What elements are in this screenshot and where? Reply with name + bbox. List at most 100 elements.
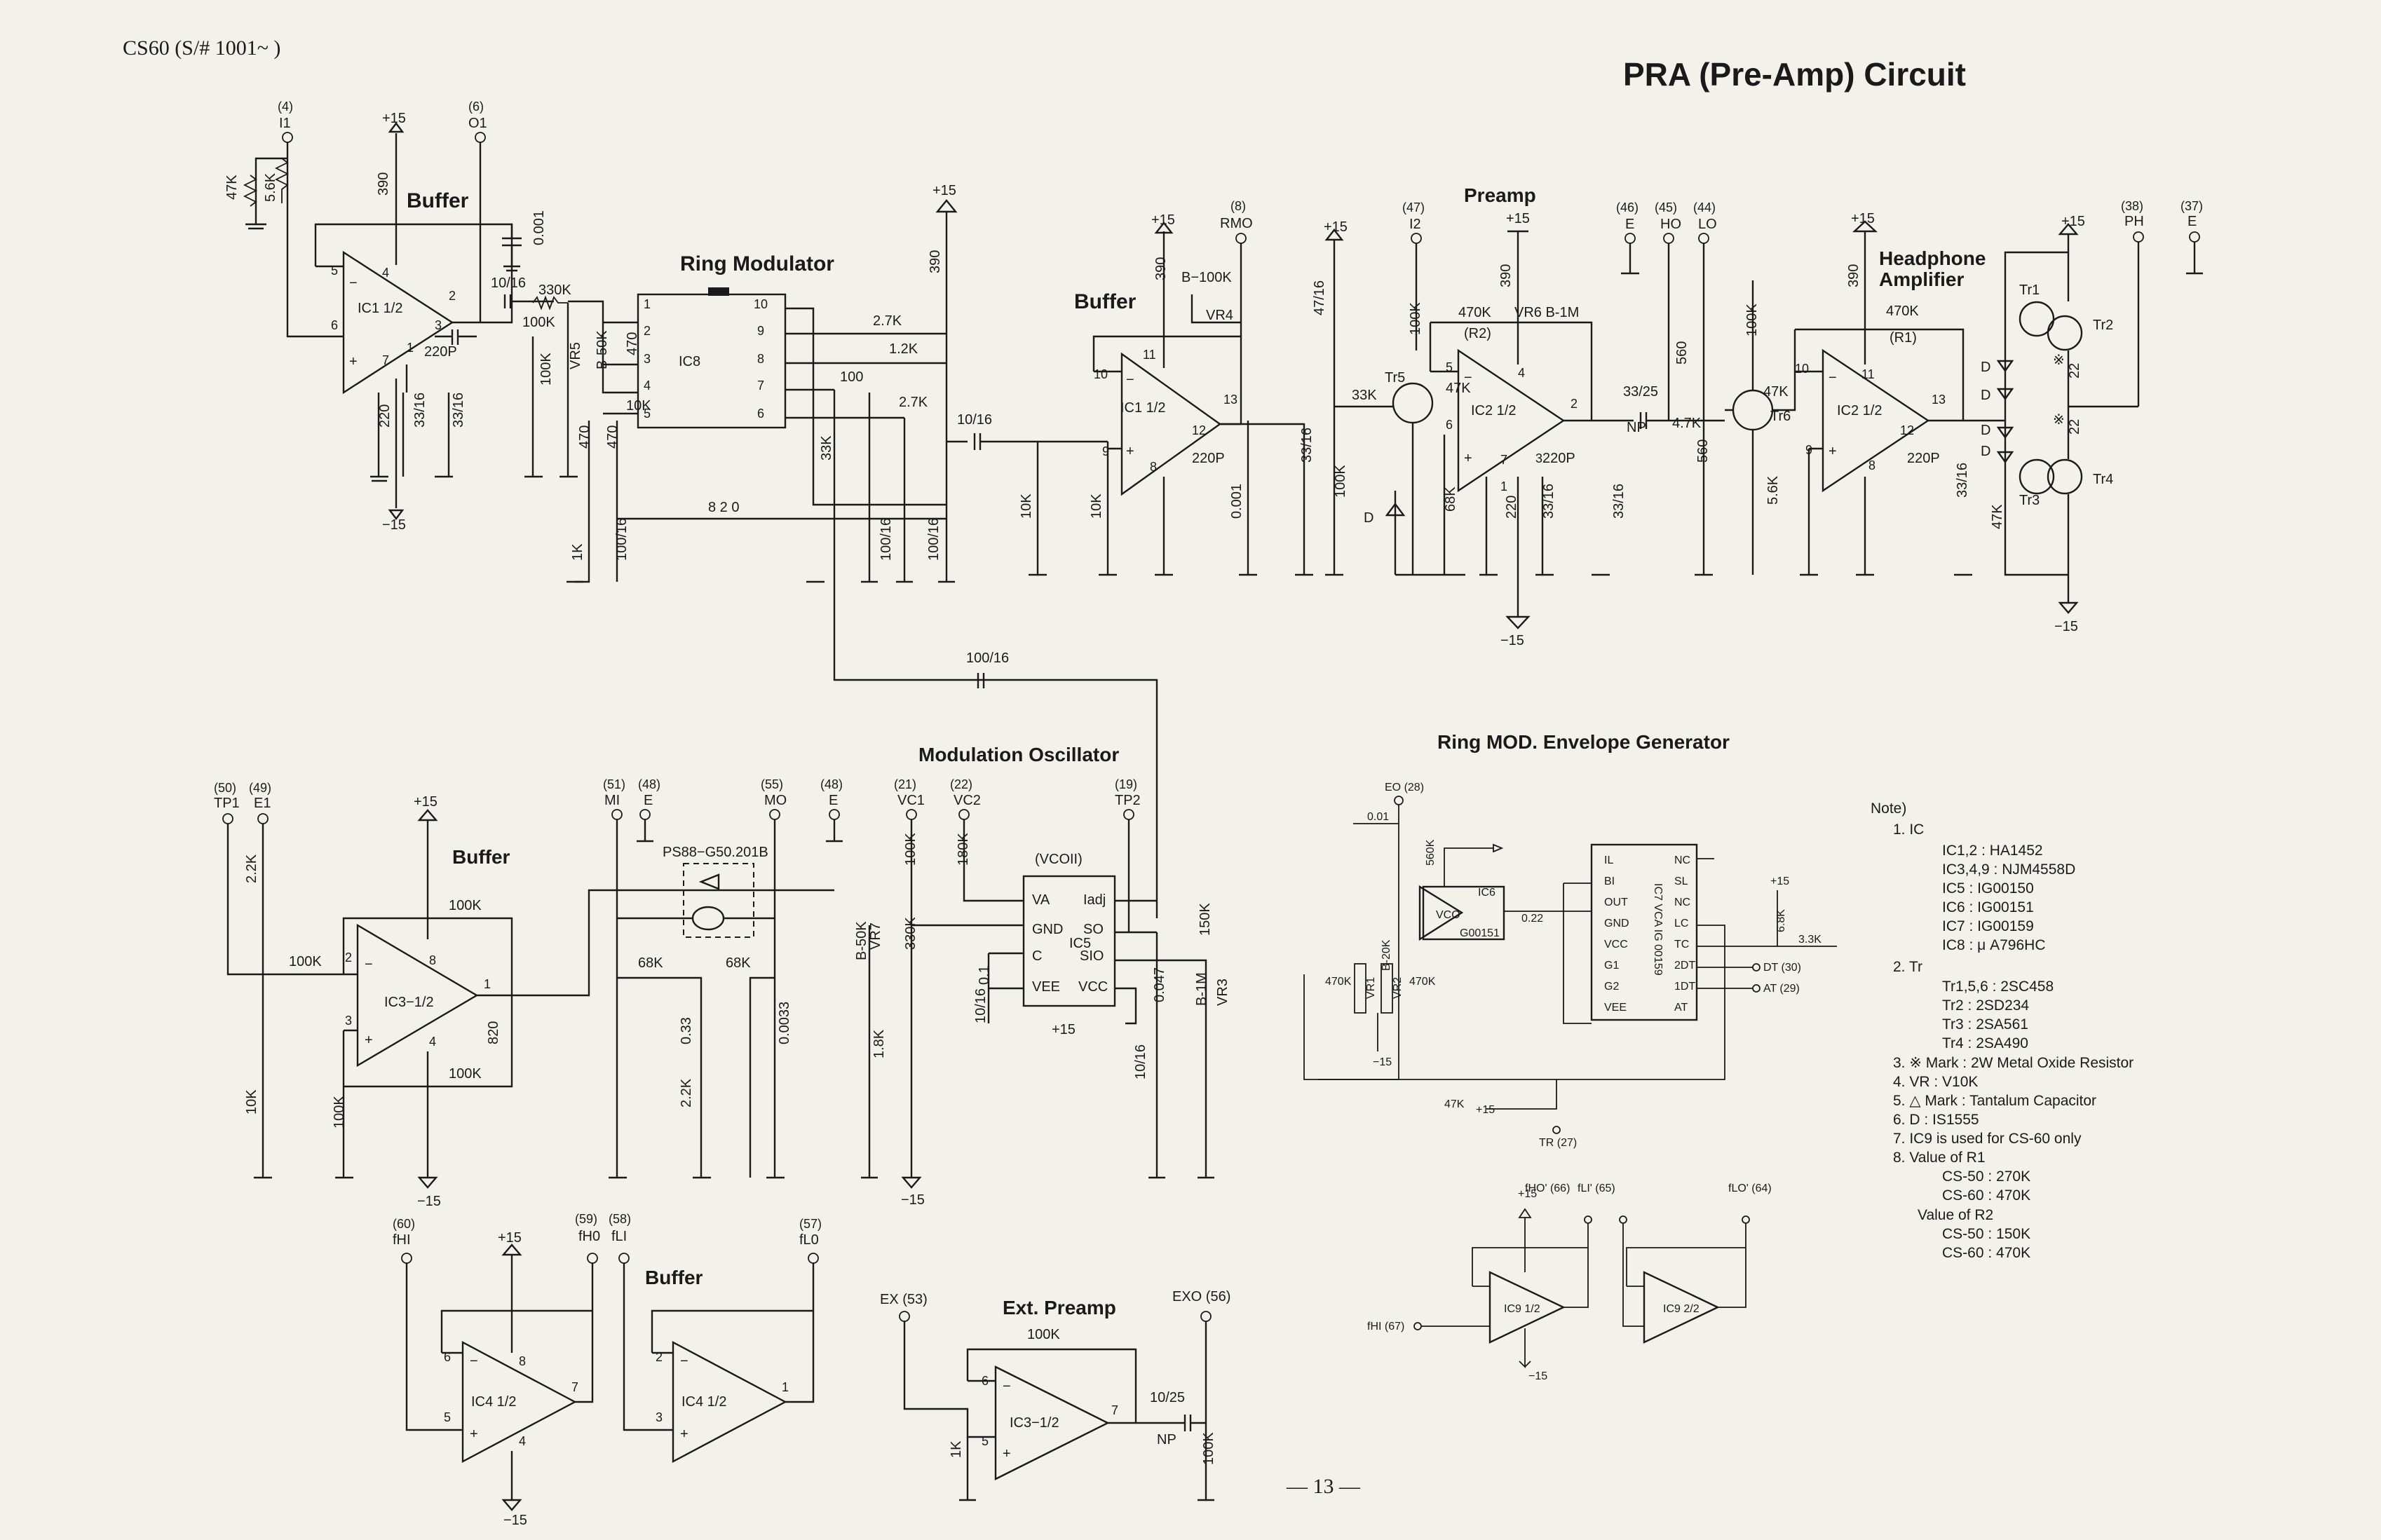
ic8-label: IC8: [679, 354, 700, 369]
note-r1-cs50: CS-50 : 270K: [1942, 1168, 2030, 1185]
svg-text:7: 7: [571, 1380, 578, 1394]
r820-label: 8 2 0: [708, 500, 739, 515]
preamp-vplus: +15: [1506, 211, 1530, 226]
svg-text:3: 3: [1535, 451, 1542, 465]
tr5-transistor: [1392, 382, 1434, 424]
e49-terminal: [257, 813, 269, 824]
svg-text:1DT: 1DT: [1674, 981, 1695, 993]
ic4a-opamp: [461, 1341, 577, 1463]
svg-text:+: +: [470, 1426, 478, 1442]
d-hp-d-label: D: [1981, 444, 1990, 459]
c1025-label: 10/25: [1150, 1390, 1185, 1405]
svg-text:VCC: VCC: [1604, 939, 1628, 950]
r470k-hp-label: 470K: [1886, 304, 1919, 319]
lo-label: LO: [1698, 217, 1717, 232]
e49-label: E1: [254, 796, 271, 811]
ic9-flo-terminal: [1742, 1215, 1750, 1224]
tp2-label: TP2: [1115, 793, 1141, 808]
ho-number: (45): [1655, 200, 1677, 214]
svg-text:−: −: [1829, 370, 1837, 386]
ic7-label: IC7 VCA IG 00159: [1652, 883, 1664, 976]
ic9-vminus: −15: [1528, 1370, 1547, 1382]
ic4b-opamp: [672, 1341, 787, 1463]
ic3-vplus: +15: [414, 794, 437, 810]
ic9b-label: IC9 2/2: [1663, 1303, 1700, 1315]
lo-number: (44): [1693, 200, 1716, 214]
rmo-number: (8): [1230, 199, 1246, 213]
svg-text:5: 5: [1446, 360, 1453, 374]
svg-text:11: 11: [1861, 367, 1875, 381]
tr4-label: Tr4: [2093, 472, 2113, 487]
c220p-cap: [435, 329, 477, 345]
r100k-label: 100K: [522, 315, 555, 330]
vc2-terminal: [958, 809, 970, 820]
r100k-left-label: 100K: [289, 954, 322, 969]
svg-text:+: +: [1126, 444, 1134, 459]
svg-text:13: 13: [1223, 393, 1237, 407]
svg-text:5: 5: [331, 264, 338, 278]
r1-label: (R1): [1890, 330, 1917, 346]
vr4-label: VR4: [1206, 308, 1233, 323]
svg-text:NC: NC: [1674, 854, 1690, 866]
r470a-label: 470: [577, 425, 592, 449]
c220p-c-label: 220P: [1542, 451, 1575, 466]
ic9-fhi-terminal: [1413, 1322, 1422, 1330]
ic9-flo-label: fLO' (64): [1728, 1183, 1772, 1194]
r560a-label: 560: [1674, 341, 1690, 364]
e48b-number: (48): [820, 777, 843, 791]
ho-terminal: [1663, 233, 1674, 244]
tp1-terminal: [222, 813, 233, 824]
ic4-vminus: −15: [503, 1513, 527, 1528]
osc-vplus: +15: [1052, 1022, 1076, 1037]
svg-text:7: 7: [1111, 1403, 1118, 1417]
o1-terminal: [475, 132, 486, 143]
c0001-cap: [502, 224, 522, 272]
note-ic5: IC5 : IG00150: [1942, 880, 2034, 897]
svg-text:10: 10: [1094, 367, 1108, 381]
i1-label: I1: [279, 116, 291, 131]
tr-terminal: [1552, 1126, 1561, 1134]
svg-text:8: 8: [757, 352, 764, 366]
c3316a-label: 33/16: [412, 393, 428, 428]
note-r1-cs60: CS-60 : 470K: [1942, 1187, 2030, 1204]
vc2-label: VC2: [954, 793, 981, 808]
svg-text:SL: SL: [1674, 875, 1688, 887]
svg-text:3: 3: [345, 1014, 352, 1028]
e37-terminal: [2189, 231, 2200, 243]
photocoupler-block: (51) MI (48) E (55) MO (48) E PS88−G50.2…: [603, 777, 843, 1179]
mi-terminal: [611, 809, 623, 820]
ic9-fhi-label: fHI (67): [1367, 1321, 1404, 1333]
c10016c-label: 100/16: [926, 518, 942, 561]
r220-label: 220: [377, 404, 393, 428]
svg-text:+: +: [680, 1426, 688, 1442]
d-hp-c-label: D: [1981, 423, 1990, 438]
hp-vplus-b: +15: [2061, 214, 2085, 229]
svg-text:LC: LC: [1674, 918, 1688, 929]
g00151-label: G00151: [1460, 927, 1500, 939]
tp1-label: TP1: [214, 796, 240, 811]
ps88-label: PS88−G50.201B: [663, 845, 768, 860]
svg-text:OUT: OUT: [1604, 897, 1628, 908]
r47k-hp-label: 47K: [1763, 384, 1789, 400]
r390-label: 390: [376, 172, 391, 196]
ex-in-label: EX (53): [880, 1292, 928, 1307]
ring-env-title: Ring MOD. Envelope Generator: [1437, 731, 1730, 753]
r100k-osc-label: 100K: [903, 833, 918, 866]
vco-label: VCO: [1436, 909, 1460, 921]
c3316b-label: 33/16: [451, 393, 466, 428]
env-r68k-label: 6.8K: [1775, 909, 1787, 932]
e46-terminal: [1624, 233, 1636, 244]
i1-number: (4): [278, 100, 293, 114]
svg-text:NC: NC: [1674, 897, 1690, 908]
note-tr3: Tr3 : 2SA561: [1942, 1016, 2028, 1033]
fhi-label: fHI: [393, 1232, 411, 1248]
svg-text:10: 10: [1795, 362, 1809, 376]
ic3b-opamp: [994, 1365, 1110, 1480]
hp-vplus: +15: [1851, 211, 1875, 226]
svg-text:2: 2: [644, 324, 651, 338]
e37-label: E: [2187, 214, 2197, 229]
c3316f-label: 33/16: [1955, 463, 1970, 498]
ic5-so: SO: [1083, 922, 1104, 937]
env-vplus: +15: [1770, 875, 1789, 887]
svg-text:7: 7: [757, 379, 764, 393]
